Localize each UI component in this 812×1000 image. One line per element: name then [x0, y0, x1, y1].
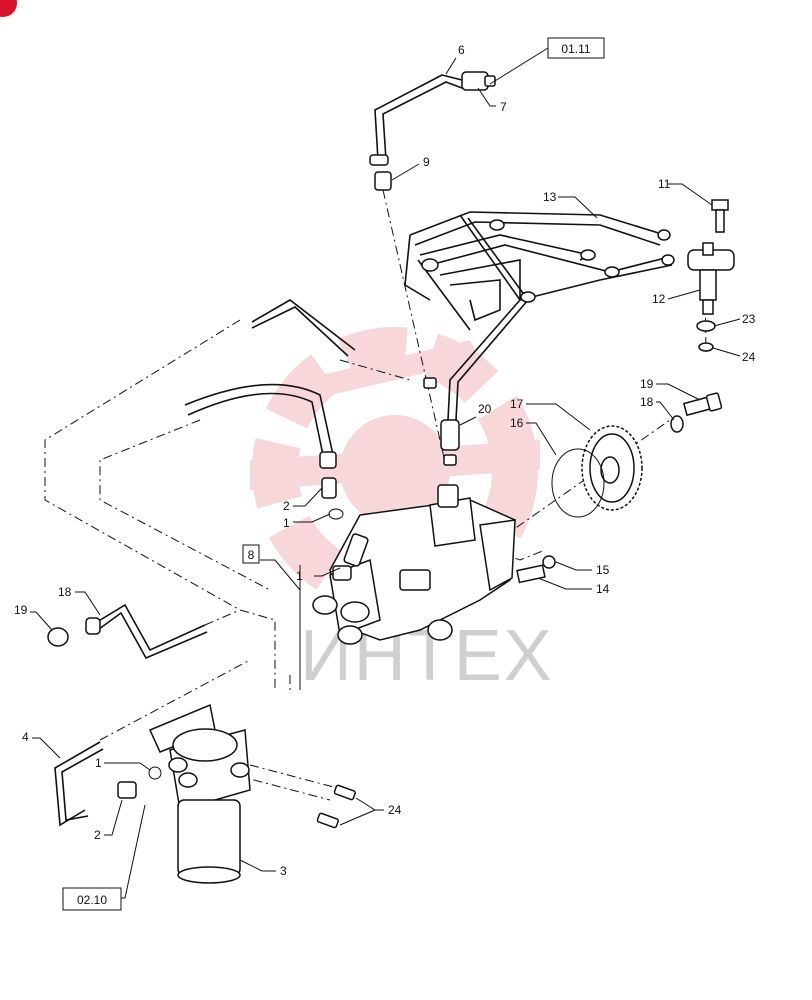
callout-1-upper: 1	[283, 513, 331, 530]
callout-12: 14	[537, 577, 610, 596]
callout-3: 3	[239, 859, 287, 878]
part-11-injector-pipes	[404, 211, 675, 421]
svg-text:1: 1	[283, 516, 290, 530]
return-hose	[184, 383, 337, 469]
svg-text:14: 14	[596, 582, 610, 596]
part-2-fitting-lower	[117, 781, 137, 799]
part-23-bolt-b	[316, 812, 339, 829]
svg-text:3: 3	[280, 864, 287, 878]
svg-text:2: 2	[283, 499, 290, 513]
svg-text:23: 23	[742, 312, 756, 326]
callout-10: 12	[652, 289, 701, 306]
part-21-washer	[696, 320, 716, 332]
part-18-pipe-end	[440, 419, 460, 466]
part-2-fitting-upper	[321, 477, 337, 499]
part-4-fuel-pipe	[54, 741, 104, 827]
part-17-bolt	[682, 392, 723, 417]
part-5-fuel-pipe	[369, 74, 463, 166]
part-3-fuel-filter	[148, 703, 251, 884]
part-1-washer-upper	[328, 508, 344, 520]
reference-box-8: 8	[242, 544, 301, 690]
callout-24: 1	[296, 567, 341, 583]
callout-9: 11	[658, 177, 713, 206]
part-15-drive-gear	[581, 425, 643, 511]
callout-17: 19	[640, 377, 701, 401]
svg-text:13: 13	[543, 190, 557, 204]
callout-1-lower: 1	[95, 756, 151, 771]
svg-text:6: 6	[458, 43, 465, 57]
svg-text:19: 19	[640, 377, 654, 391]
callout-2-upper: 2	[283, 487, 323, 513]
svg-text:15: 15	[596, 563, 610, 577]
callout-14: 16	[510, 416, 557, 456]
callout-5: 6	[445, 43, 465, 75]
part-22-washer	[698, 342, 714, 352]
part-1-washer-lower	[148, 766, 162, 780]
svg-text:24: 24	[742, 350, 756, 364]
part-10-injector	[687, 242, 735, 315]
reference-box-01-11: 01.11	[489, 37, 605, 85]
callout-19: 18	[58, 585, 101, 616]
part-12-bolt	[516, 564, 546, 584]
callout-2-lower: 2	[94, 799, 123, 842]
part-9-bolt	[711, 199, 729, 233]
svg-text:02.10: 02.10	[77, 893, 107, 907]
leak-off-pipe-upper	[251, 299, 356, 357]
svg-text:17: 17	[510, 397, 524, 411]
part-19-return-pipe	[85, 603, 208, 660]
svg-text:9: 9	[423, 155, 430, 169]
svg-text:18: 18	[640, 395, 654, 409]
svg-text:24: 24	[388, 803, 402, 817]
callout-16: 18	[640, 395, 675, 421]
callout-6: 7	[477, 87, 507, 114]
svg-text:18: 18	[58, 585, 72, 599]
part-7-fitting	[374, 171, 392, 191]
callout-7: 9	[391, 155, 430, 181]
callout-11: 13	[543, 190, 598, 219]
svg-text:2: 2	[94, 828, 101, 842]
callout-15: 17	[510, 397, 591, 431]
callout-20: 19	[14, 603, 53, 631]
svg-text:11: 11	[658, 177, 671, 191]
svg-text:16: 16	[510, 416, 524, 430]
callout-18: 20	[459, 402, 492, 426]
fuel-injection-pump	[312, 484, 516, 645]
svg-text:12: 12	[652, 292, 666, 306]
svg-text:7: 7	[500, 100, 507, 114]
watermark-text: ИНТЕХ	[300, 616, 554, 696]
svg-text:4: 4	[22, 730, 29, 744]
corner-badge	[0, 0, 17, 17]
callout-4: 4	[22, 730, 61, 759]
part-20-hose-clip	[47, 627, 69, 647]
callout-13: 15	[555, 561, 610, 577]
part-6-fitting	[461, 71, 496, 91]
svg-text:1: 1	[95, 756, 102, 770]
svg-text:20: 20	[478, 402, 492, 416]
svg-text:19: 19	[14, 603, 28, 617]
part-23-bolt-a	[333, 784, 356, 801]
svg-text:8: 8	[248, 548, 255, 562]
callout-22: 24	[712, 347, 756, 364]
reference-box-02-10: 02.10	[62, 804, 146, 911]
callout-21: 23	[713, 312, 756, 327]
part-14-o-ring	[551, 448, 605, 518]
svg-text:01.11: 01.11	[561, 42, 590, 56]
callout-23: 24	[339, 797, 402, 826]
svg-text:1: 1	[296, 569, 303, 583]
part-13-washer	[542, 555, 556, 569]
